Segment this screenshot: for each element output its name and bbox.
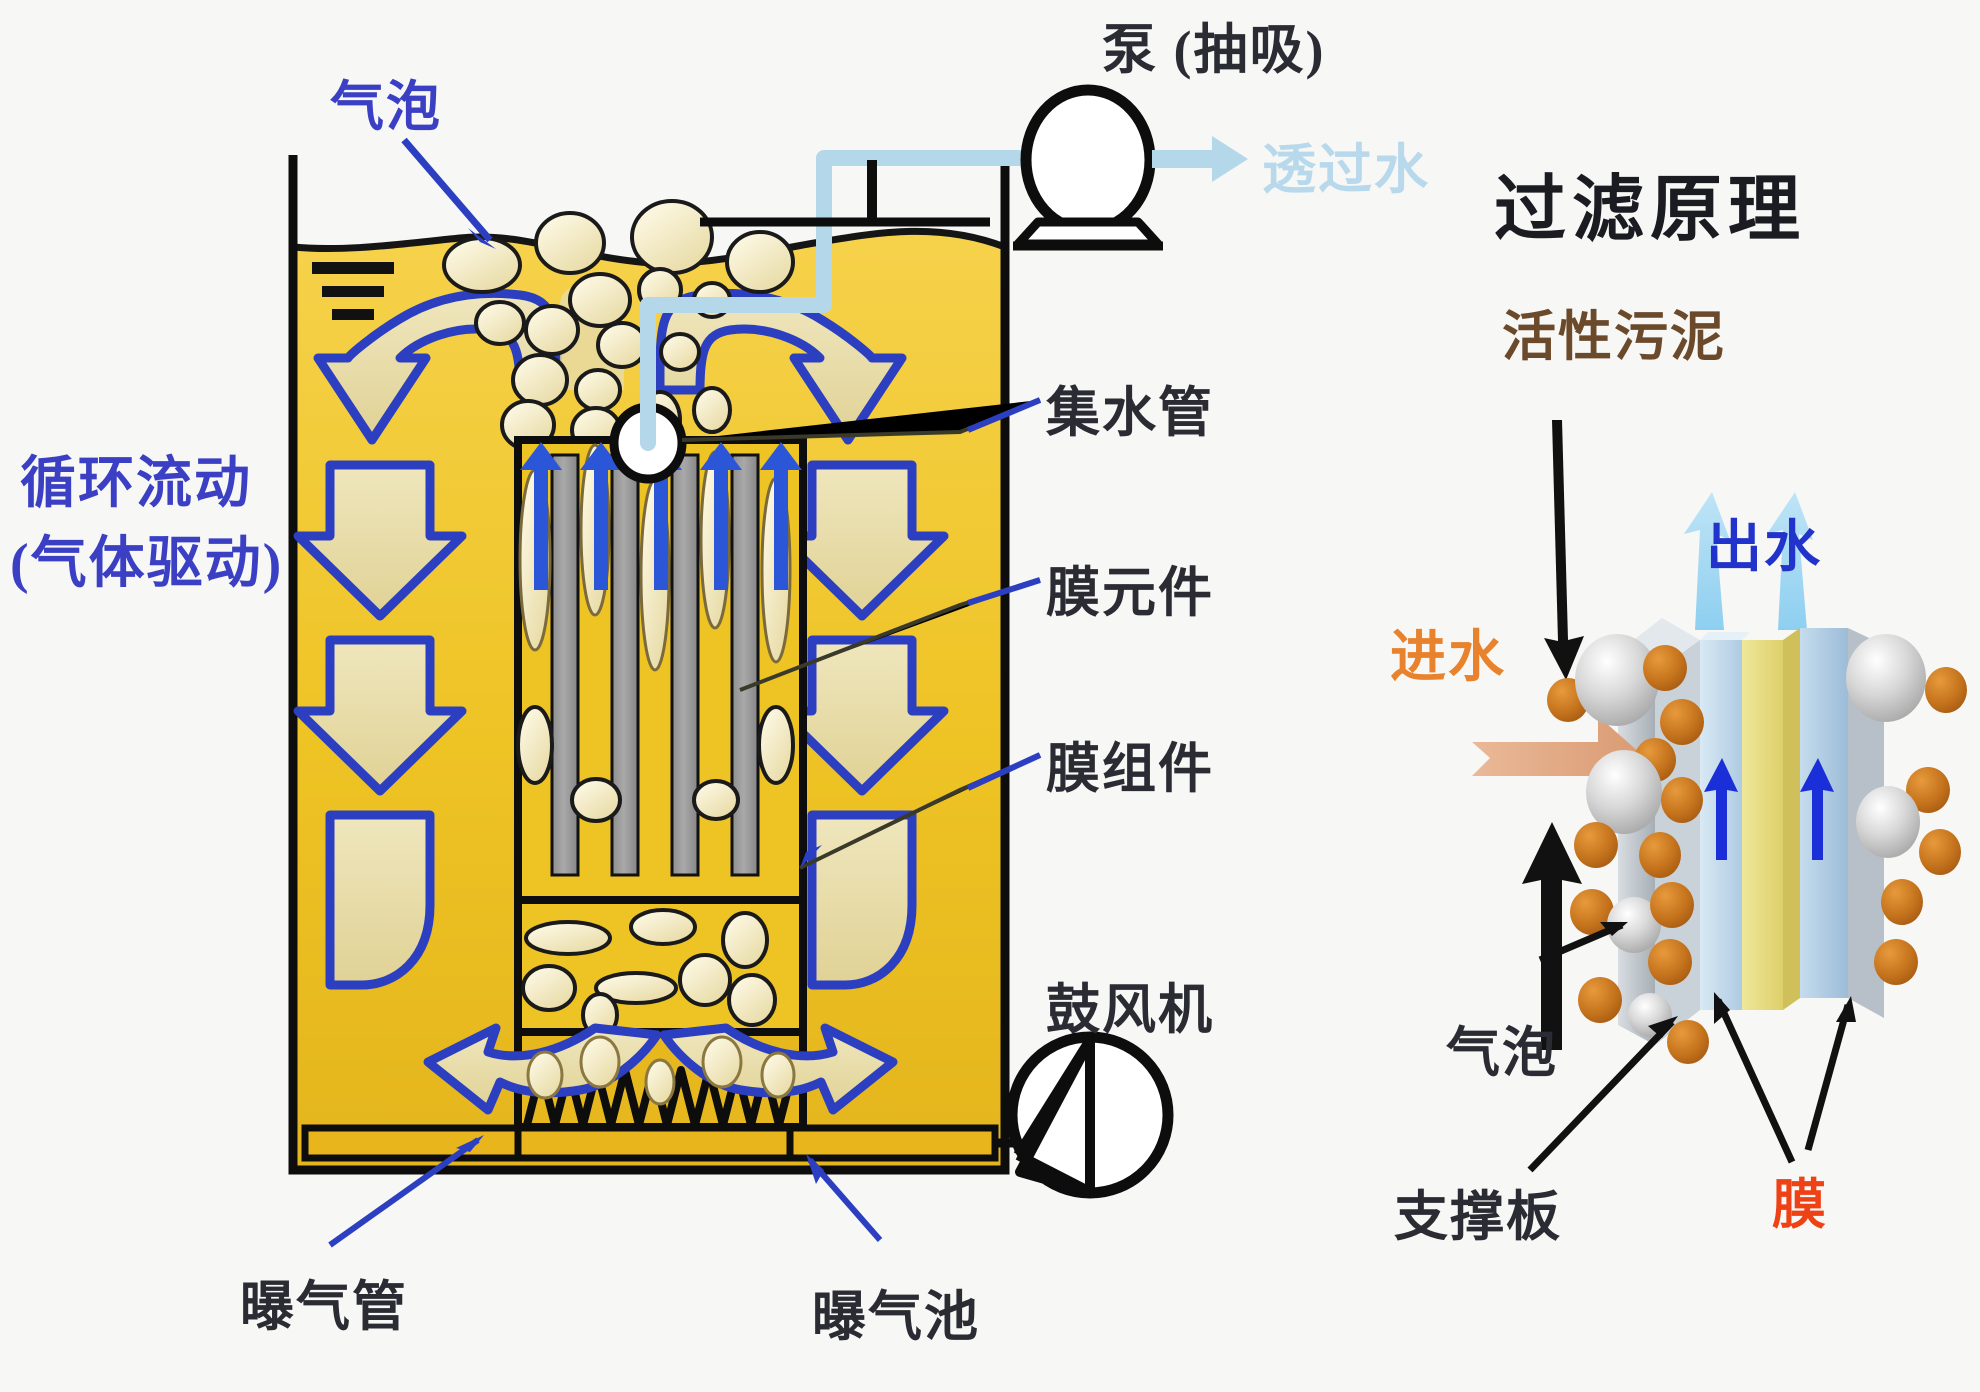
label-membrane-module: 膜组件 <box>1046 739 1214 799</box>
label-collection-pipe: 集水管 <box>1046 383 1214 443</box>
aeration-tank-group <box>288 150 1043 1175</box>
label-bubble-left: 气泡 <box>330 77 442 137</box>
label-activated-sludge: 活性污泥 <box>1502 307 1726 367</box>
title-filtration-principle: 过滤原理 <box>1494 170 1807 250</box>
filtration-principle-group <box>1472 420 1967 1173</box>
permeate-pipe <box>640 150 1043 451</box>
label-influent: 进水 <box>1390 627 1506 689</box>
sludge-particles <box>1547 634 1967 1064</box>
permeate-rise-arrows <box>520 442 802 590</box>
activated-sludge-arrow <box>1544 420 1584 680</box>
label-bubble-right: 气泡 <box>1446 1023 1558 1083</box>
leader-lines-right <box>1527 921 1856 1173</box>
bottom-plume-arrows <box>423 1023 898 1115</box>
label-support-plate: 支撑板 <box>1394 1187 1562 1247</box>
label-membrane: 膜 <box>1772 1175 1828 1235</box>
circulation-arrows-left <box>293 460 467 990</box>
label-permeate: 透过水 <box>1262 140 1430 200</box>
tank-wall-outline <box>288 155 1010 1175</box>
blower-unit <box>995 1031 1174 1199</box>
label-aeration-pipe: 曝气管 <box>240 1277 408 1337</box>
leader-lines-left <box>328 137 1042 1248</box>
label-circulation-line2: (气体驱动) <box>10 533 284 595</box>
label-membrane-element: 膜元件 <box>1046 563 1214 623</box>
bubble-rise-arrow <box>1522 822 1582 1050</box>
effluent-arrows <box>1684 492 1813 630</box>
label-blower: 鼓风机 <box>1046 980 1214 1040</box>
surface-bubbles <box>442 199 795 454</box>
label-circulation-line1: 循环流动 <box>20 453 252 515</box>
aeration-pipe-bar <box>301 1124 999 1162</box>
suction-pump <box>1013 84 1248 251</box>
label-aeration-tank: 曝气池 <box>812 1287 980 1347</box>
water-level-icon <box>312 262 394 320</box>
label-effluent: 出水 <box>1706 517 1822 579</box>
permeate-outlet-arrow <box>1152 136 1248 182</box>
label-pump: 泵 (抽吸) <box>1102 20 1326 80</box>
module-lower-chamber <box>514 896 807 1038</box>
water-surface-line <box>289 227 1009 267</box>
